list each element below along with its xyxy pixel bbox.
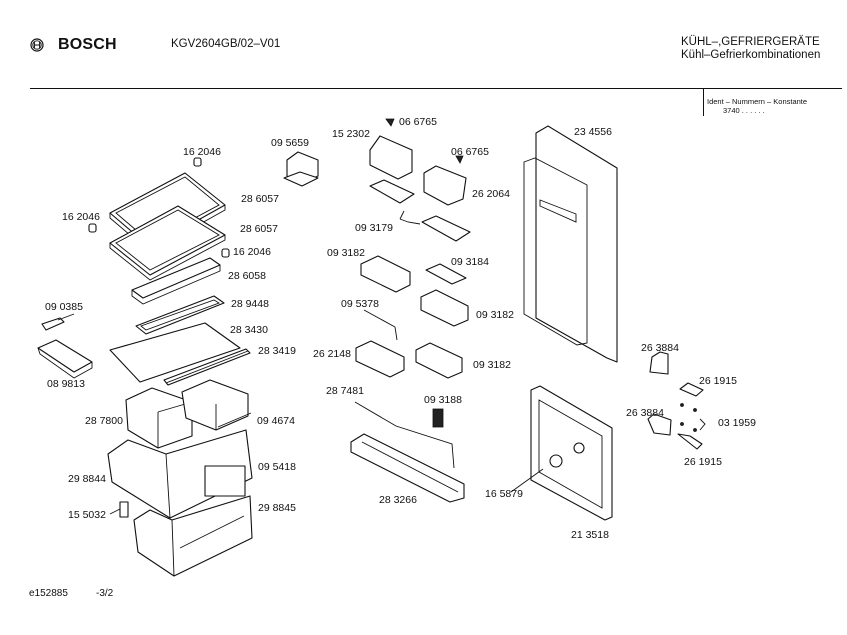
- part-label[interactable]: 26 3884: [641, 342, 679, 354]
- hinge-cover-upper[interactable]: [649, 351, 669, 375]
- part-label[interactable]: 09 3188: [424, 394, 462, 406]
- part-label[interactable]: 28 6057: [240, 223, 278, 235]
- part-label[interactable]: 28 3419: [258, 345, 296, 357]
- door-tray-lower[interactable]: [421, 215, 471, 242]
- clip-fastener[interactable]: [432, 408, 444, 428]
- crisper-cover-strip[interactable]: [163, 348, 251, 386]
- wire-rail-lower[interactable]: [354, 401, 455, 469]
- part-label[interactable]: 16 2046: [183, 146, 221, 158]
- egg-tray[interactable]: [425, 263, 467, 285]
- wire-rail-upper[interactable]: [363, 309, 398, 341]
- screw-1[interactable]: [385, 118, 395, 127]
- part-label[interactable]: 09 3184: [451, 256, 489, 268]
- butter-compartment[interactable]: [283, 151, 319, 187]
- part-label[interactable]: 28 6057: [241, 193, 279, 205]
- part-label[interactable]: 06 6765: [399, 116, 437, 128]
- part-label[interactable]: 26 2148: [313, 348, 351, 360]
- shelf-support-peg-3[interactable]: [221, 248, 230, 258]
- part-label[interactable]: 28 9448: [231, 298, 269, 310]
- part-label[interactable]: 09 0385: [45, 301, 83, 313]
- part-label[interactable]: 26 1915: [684, 456, 722, 468]
- part-label[interactable]: 26 1915: [699, 375, 737, 387]
- freezer-door[interactable]: [530, 385, 613, 521]
- part-label[interactable]: 28 3266: [379, 494, 417, 506]
- hinge-lower[interactable]: [677, 433, 703, 450]
- part-label[interactable]: 28 6058: [228, 270, 266, 282]
- category-subtitle: Kühl–Gefrierkombinationen: [681, 49, 821, 61]
- part-label[interactable]: 09 3179: [355, 222, 393, 234]
- part-label[interactable]: 29 8845: [258, 502, 296, 514]
- door-bin-1[interactable]: [360, 255, 411, 293]
- part-label[interactable]: 15 2302: [332, 128, 370, 140]
- part-label[interactable]: 16 5879: [485, 488, 523, 500]
- part-label[interactable]: 28 7481: [326, 385, 364, 397]
- hinge-screws[interactable]: [680, 403, 697, 432]
- door-tray-upper[interactable]: [369, 179, 415, 204]
- door-bin-4[interactable]: [415, 342, 463, 379]
- screw-2[interactable]: [455, 155, 464, 164]
- compartment-lid-upper[interactable]: [369, 135, 413, 180]
- leader-lines: [109, 210, 706, 515]
- door-bin-3[interactable]: [355, 340, 405, 378]
- glass-plate-large[interactable]: [109, 322, 241, 383]
- bottle-rack[interactable]: [350, 433, 465, 503]
- part-label[interactable]: 28 3430: [230, 324, 268, 336]
- category-title: KÜHL–,GEFRIERGERÄTE: [681, 36, 820, 48]
- part-label[interactable]: 29 8844: [68, 473, 106, 485]
- ident-label: Ident – Nummern – Konstante: [707, 97, 808, 106]
- door-bin-2[interactable]: [420, 289, 469, 327]
- fridge-door[interactable]: [523, 125, 618, 363]
- glass-shelf-middle[interactable]: [109, 205, 226, 281]
- part-label[interactable]: 09 4674: [257, 415, 295, 427]
- part-label[interactable]: 06 6765: [451, 146, 489, 158]
- shelf-frame-small[interactable]: [131, 257, 221, 305]
- part-label[interactable]: 09 3182: [473, 359, 511, 371]
- ident-value: 3740 . . . . . .: [723, 106, 765, 115]
- shelf-frame-medium[interactable]: [135, 295, 225, 335]
- header-divider: [30, 88, 842, 89]
- hinge-upper[interactable]: [679, 382, 704, 397]
- part-label[interactable]: 03 1959: [718, 417, 756, 429]
- ident-box-divider: [703, 88, 704, 116]
- part-label[interactable]: 26 3884: [626, 407, 664, 419]
- shelf-support-peg-2[interactable]: [88, 223, 97, 233]
- page-number: -3/2: [96, 588, 114, 599]
- part-label[interactable]: 28 7800: [85, 415, 123, 427]
- drawing-id: e152885: [29, 588, 68, 599]
- crisper-drawer-left[interactable]: [125, 387, 193, 449]
- brand-name: BOSCH: [58, 36, 117, 53]
- part-label[interactable]: 09 5418: [258, 461, 296, 473]
- part-label[interactable]: 21 3518: [571, 529, 609, 541]
- freezer-drawer-lower[interactable]: [133, 495, 253, 577]
- shelf-support-peg-1[interactable]: [193, 157, 202, 167]
- ice-cube-tray[interactable]: [37, 339, 93, 379]
- part-label[interactable]: 16 2046: [62, 211, 100, 223]
- bosch-armature-logo-icon: [30, 38, 44, 52]
- part-label[interactable]: 15 5032: [68, 509, 106, 521]
- handle-clip[interactable]: [119, 501, 129, 518]
- part-label[interactable]: 08 9813: [47, 378, 85, 390]
- freezer-drawer-upper[interactable]: [107, 429, 253, 519]
- crisper-drawer-right[interactable]: [181, 379, 249, 431]
- brand-logo: BOSCH: [30, 36, 117, 54]
- part-label[interactable]: 09 5659: [271, 137, 309, 149]
- part-label[interactable]: 26 2064: [472, 188, 510, 200]
- model-number: KGV2604GB/02–V01: [171, 38, 281, 50]
- part-label[interactable]: 09 5378: [341, 298, 379, 310]
- ice-scraper[interactable]: [41, 313, 75, 331]
- part-label[interactable]: 09 3182: [476, 309, 514, 321]
- part-label[interactable]: 16 2046: [233, 246, 271, 258]
- compartment-lid-lower[interactable]: [423, 165, 467, 206]
- part-label[interactable]: 09 3182: [327, 247, 365, 259]
- hinge-cover-lower[interactable]: [647, 413, 672, 436]
- part-label[interactable]: 23 4556: [574, 126, 612, 138]
